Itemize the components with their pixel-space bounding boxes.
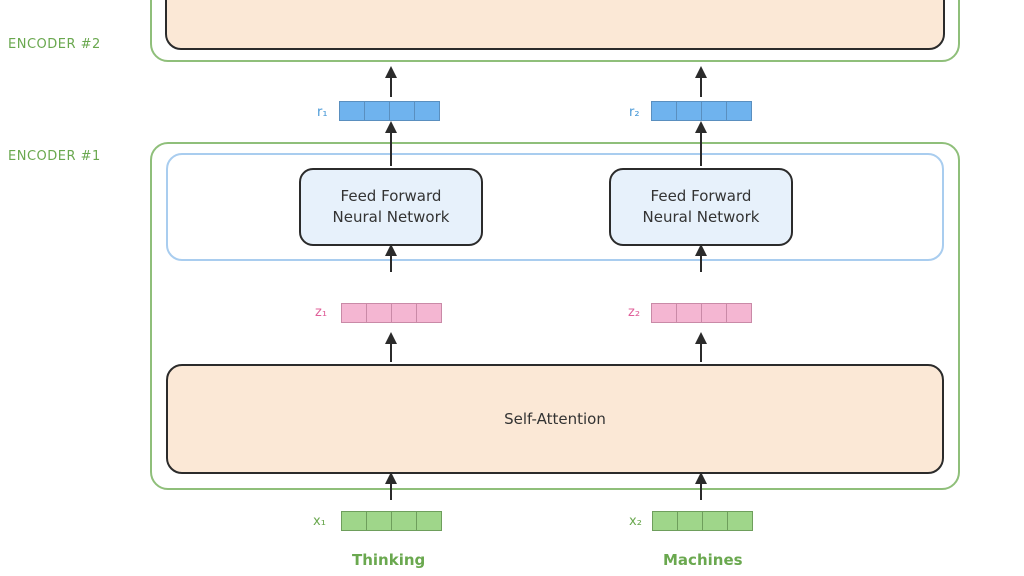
vector-r1 — [339, 101, 440, 121]
vector-r1-label: r₁ — [317, 105, 328, 120]
vector-x1-label: x₁ — [313, 514, 326, 529]
vector-cell — [414, 101, 440, 121]
vector-z1-label: z₁ — [315, 305, 328, 320]
encoder-1-label: ENCODER #1 — [8, 149, 101, 164]
input-word-2: Machines — [663, 551, 743, 569]
encoder-2-block — [165, 0, 945, 50]
encoder-1-outline — [150, 142, 960, 490]
vector-cell — [726, 303, 752, 323]
input-word-1: Thinking — [352, 551, 426, 569]
encoder-2-label: ENCODER #2 — [8, 37, 101, 52]
self-attention-label: Self-Attention — [504, 410, 606, 428]
self-attention-block: Self-Attention — [166, 364, 944, 474]
vector-z1 — [341, 303, 442, 323]
vector-x1 — [341, 511, 442, 531]
feed-forward-network-2: Feed Forward Neural Network — [609, 168, 793, 246]
vector-cell — [726, 101, 752, 121]
vector-cell — [727, 511, 753, 531]
vector-z2-label: z₂ — [628, 305, 641, 320]
vector-cell — [416, 511, 442, 531]
vector-x2 — [652, 511, 753, 531]
vector-r2 — [651, 101, 752, 121]
vector-z2 — [651, 303, 752, 323]
vector-r2-label: r₂ — [629, 105, 640, 120]
vector-cell — [416, 303, 442, 323]
feed-forward-panel — [166, 153, 944, 261]
vector-x2-label: x₂ — [629, 514, 642, 529]
feed-forward-network-1: Feed Forward Neural Network — [299, 168, 483, 246]
encoder-2-outline — [150, 0, 960, 62]
